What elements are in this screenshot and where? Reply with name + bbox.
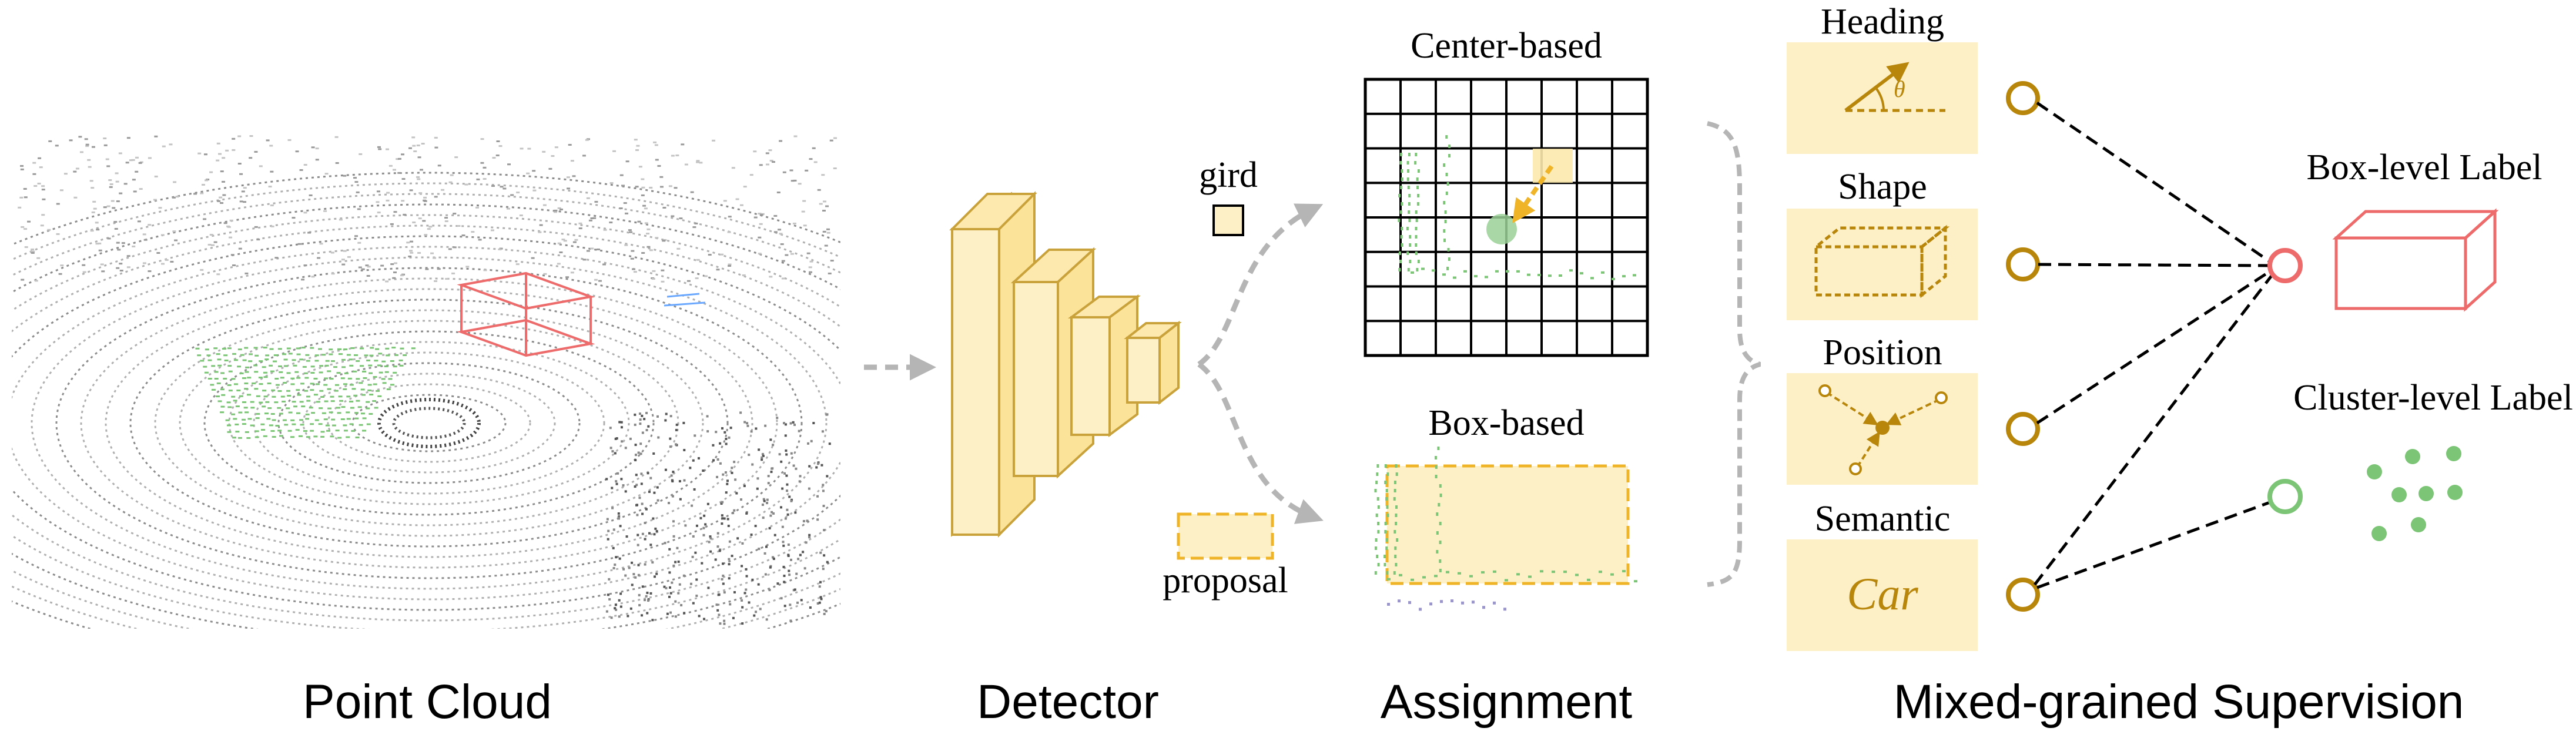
proposal-box-icon (1177, 512, 1274, 560)
heading-angle-icon: θ (1844, 62, 1945, 112)
arrow-to-box-based (1197, 362, 1324, 524)
red-3d-box (457, 271, 595, 357)
lidar-scan-rings (12, 172, 840, 629)
shape-box (1787, 209, 1978, 320)
car-point-cluster (195, 347, 416, 439)
proposal-label: proposal (1163, 561, 1288, 601)
blue-points (664, 293, 706, 307)
heading-title: Heading (1821, 2, 1944, 42)
section-label-point-cloud: Point Cloud (303, 675, 552, 729)
box-level-label: Box-level Label (2306, 147, 2542, 187)
gird-cell-icon (1212, 204, 1244, 236)
shape-node (2006, 247, 2040, 281)
cluster-points-icon (2367, 446, 2463, 541)
box-level-cube-icon (2332, 208, 2499, 312)
center-grid-points (1398, 135, 1636, 280)
point-cloud-panel (12, 135, 840, 629)
ego-vehicle-points (377, 398, 481, 448)
cluster-level-node (2267, 479, 2303, 514)
section-label-assignment: Assignment (1381, 675, 1633, 729)
heading-node (2006, 81, 2040, 115)
center-offset-arrow (1512, 165, 1554, 223)
lidar-background-points (18, 135, 838, 625)
box-based-title: Box-based (1428, 403, 1584, 443)
theta-symbol: θ (1894, 76, 1905, 102)
position-title: Position (1823, 333, 1942, 373)
position-node (2006, 412, 2040, 446)
center-based-title: Center-based (1411, 26, 1602, 66)
section-label-detector: Detector (977, 675, 1159, 729)
box-based-panel (1374, 447, 1637, 611)
position-centroid-icon (1818, 384, 1948, 475)
box-level-node (2267, 248, 2303, 283)
grouping-brace (1707, 121, 1761, 587)
semantic-car-text: Car (1847, 568, 1918, 619)
semantic-box (1787, 539, 1978, 651)
supervision-nodes (2006, 81, 2040, 612)
semantic-title: Semantic (1815, 499, 1951, 539)
cluster-level-label: Cluster-level Label (2293, 378, 2573, 418)
detector-network (949, 191, 1182, 538)
section-label-supervision: Mixed-grained Supervision (1894, 675, 2464, 729)
gird-label: gird (1199, 155, 1258, 195)
supervision-edges (2034, 101, 2273, 589)
box-grid-points (1374, 447, 1637, 611)
center-based-grid (1364, 78, 1649, 357)
shape-title: Shape (1838, 167, 1927, 207)
semantic-node (2006, 578, 2040, 612)
shape-cube-icon (1811, 224, 1950, 298)
arrow-to-center-based (1197, 203, 1324, 367)
